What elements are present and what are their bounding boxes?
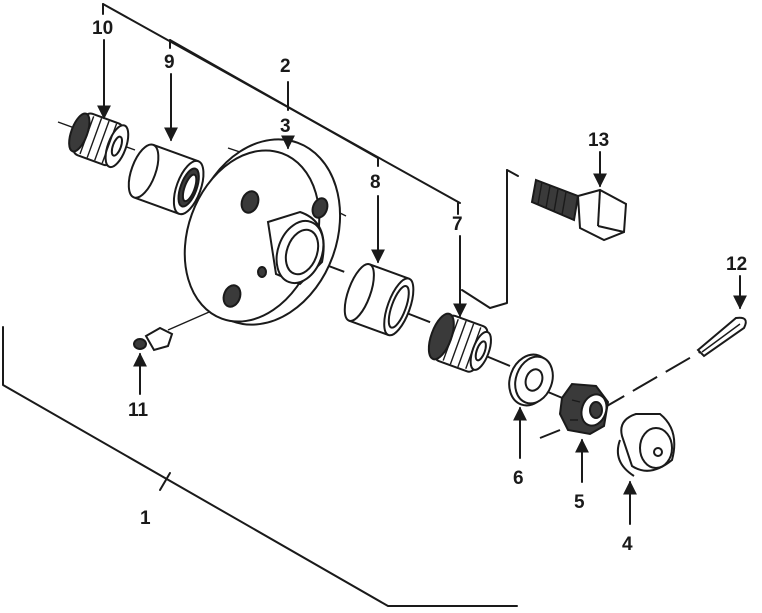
bracket-item-13: [461, 169, 519, 309]
callout-2: 2: [280, 56, 291, 77]
callout-12: 12: [726, 254, 747, 275]
callout-13: 13: [588, 130, 609, 151]
bracket-group-2: [102, 3, 461, 215]
bracket-item-1: [2, 326, 518, 607]
callout-6: 6: [513, 468, 524, 489]
washer-6: [508, 353, 554, 407]
cotter-pin-12: [696, 316, 747, 358]
callout-7: 7: [452, 214, 463, 235]
bolt-13: [530, 178, 628, 242]
callout-11: 11: [128, 400, 149, 421]
callout-5: 5: [574, 492, 585, 513]
dust-cap-4: [616, 413, 676, 477]
callout-4: 4: [622, 534, 633, 555]
bearing-cup-8: [343, 263, 415, 337]
leader-lines: [97, 39, 747, 525]
callout-3: 3: [280, 116, 291, 137]
bearing-cone-7: [427, 312, 492, 373]
hub-3: [183, 138, 342, 326]
castle-nut-5: [558, 382, 610, 436]
bearing-cup-9: [127, 143, 205, 216]
bearing-cone-10: [68, 112, 130, 169]
callout-1: 1: [140, 508, 151, 529]
callout-labels: 1 2 3 4 5 6 7 8 9 10 11 12 13: [92, 18, 747, 555]
callout-8: 8: [370, 172, 381, 193]
callout-10: 10: [92, 18, 113, 39]
callout-9: 9: [164, 52, 175, 73]
grease-fitting-11: [133, 326, 174, 352]
